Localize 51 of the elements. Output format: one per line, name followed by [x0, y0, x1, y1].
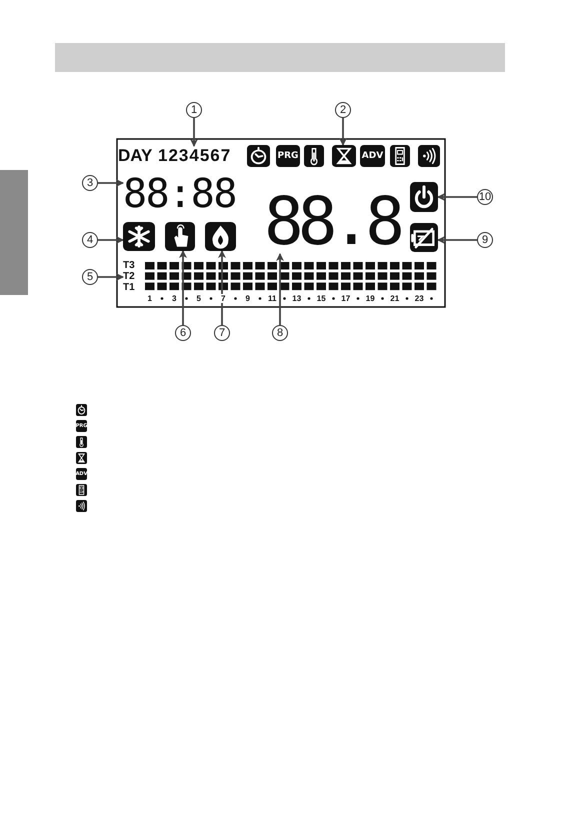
side-tab [0, 170, 28, 295]
leader-arrow [218, 250, 226, 325]
leader-arrow [98, 179, 124, 187]
hour-number: 15 [314, 294, 328, 303]
hour-number: 13 [290, 294, 304, 303]
phone-icon [76, 484, 87, 496]
clock-digits: 88:88 [123, 172, 239, 216]
day-digits: 1234567 [158, 146, 238, 166]
snowflake-icon [123, 222, 155, 251]
callout-number: 3 [82, 175, 98, 191]
day-label: DAY [118, 146, 154, 166]
hour-number: 21 [388, 294, 402, 303]
flame-icon [205, 222, 236, 251]
callout-number: 1 [186, 102, 202, 118]
callout-number: 8 [272, 325, 288, 341]
leader-arrow [98, 236, 124, 244]
mode-badge: ADV [360, 145, 385, 167]
temperature-digits: 88.8 [264, 190, 400, 254]
callout-number: 2 [335, 102, 351, 118]
thermometer-icon [76, 436, 87, 448]
callout-number: 6 [175, 325, 191, 341]
leader-arrow [437, 236, 477, 244]
hour-number: 17 [338, 294, 353, 303]
leader-arrow [276, 253, 284, 325]
signal-icon [418, 145, 440, 167]
thermometer-icon [304, 145, 324, 167]
callout-number: 4 [82, 232, 98, 248]
callout-number: 9 [477, 232, 493, 248]
leader-arrow [339, 118, 347, 146]
hand-icon [165, 222, 195, 251]
phone-icon [390, 145, 410, 167]
stopwatch-icon [247, 145, 270, 167]
mode-badge: PRG [276, 145, 300, 167]
callout-number: 7 [214, 325, 230, 341]
battery-icon [410, 223, 438, 252]
leader-arrow [98, 273, 124, 281]
leader-arrow [179, 250, 187, 325]
leader-arrow [190, 118, 198, 147]
signal-icon [76, 500, 87, 512]
power-icon [410, 182, 438, 212]
hourglass-icon [76, 452, 87, 464]
callout-number: 10 [477, 189, 493, 205]
time-band-label: T1 [123, 283, 136, 293]
time-band-label: T3 [123, 261, 136, 271]
callout-number: 5 [82, 269, 98, 285]
hour-number: 23 [412, 294, 426, 303]
hourglass-icon [332, 145, 356, 167]
stopwatch-icon [76, 404, 87, 416]
time-band-label: T2 [123, 272, 137, 282]
hour-number: 19 [363, 294, 378, 303]
leader-arrow [437, 193, 477, 201]
